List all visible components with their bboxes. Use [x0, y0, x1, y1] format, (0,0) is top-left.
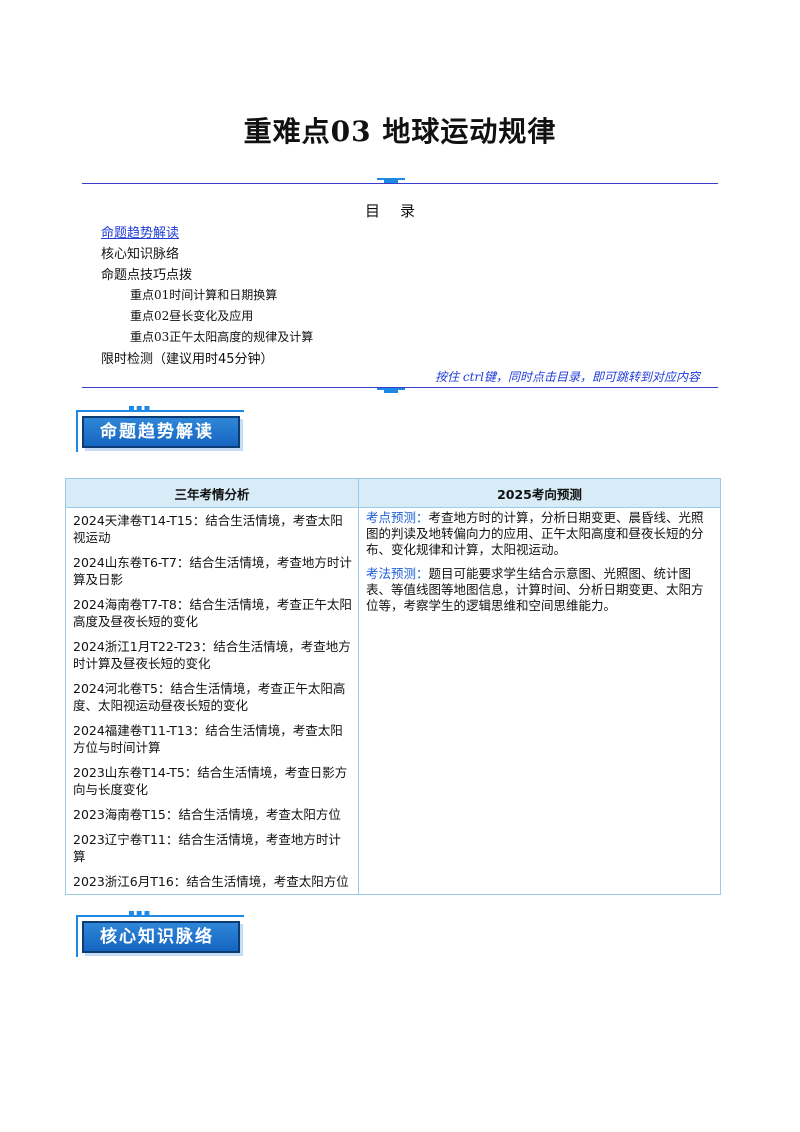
forecast-point-label: 考点预测：: [366, 510, 429, 525]
divider-top: [82, 183, 718, 184]
table-header-analysis: 三年考情分析: [65, 478, 359, 508]
analysis-table: 三年考情分析 2025考向预测 2024天津卷T14-T15：结合生活情境，考查…: [65, 478, 721, 895]
exam-entry: 2023辽宁卷T11：结合生活情境，考查地方时计算: [73, 832, 341, 864]
toc-heading: 目录: [364, 202, 435, 220]
toc-hint: 按住 ctrl键，同时点击目录，即可跳转到对应内容: [435, 370, 700, 384]
forecast-point: 考点预测：考查地方时的计算，分析日期变更、晨昏线、光照图的判读及地转偏向力的应用…: [359, 508, 720, 564]
forecast-cell: 考点预测：考查地方时的计算，分析日期变更、晨昏线、光照图的判读及地转偏向力的应用…: [358, 507, 721, 895]
badge-dots: ▪▪▪: [128, 908, 152, 919]
forecast-point-text: 考查地方时的计算，分析日期变更、晨昏线、光照图的判读及地转偏向力的应用、正午太阳…: [366, 510, 704, 557]
exam-entry: 2024海南卷T7-T8：结合生活情境，考查正午太阳高度及昼夜长短的变化: [73, 597, 352, 629]
badge-dots: ▪▪▪: [128, 403, 152, 414]
forecast-method: 考法预测：题目可能要求学生结合示意图、光照图、统计图表、等值线图等地图信息，计算…: [359, 564, 720, 620]
exam-entry: 2024天津卷T14-T15：结合生活情境，考查太阳视运动: [73, 513, 343, 545]
table-header-forecast: 2025考向预测: [358, 478, 721, 508]
section-title-knowledge: 核心知识脉络: [82, 921, 240, 953]
toc-item-knowledge[interactable]: 核心知识脉络: [101, 247, 180, 262]
toc-item-key01[interactable]: 重点01时间计算和日期换算: [130, 288, 278, 302]
forecast-method-text: 题目可能要求学生结合示意图、光照图、统计图表、等值线图等地图信息，计算时间、分析…: [366, 566, 704, 613]
divider-mark-top: [377, 178, 405, 183]
exam-entry: 2023山东卷T14-T5：结合生活情境，考查日影方向与长度变化: [73, 765, 348, 797]
exam-entry: 2023浙江6月T16：结合生活情境，考查太阳方位: [73, 874, 349, 889]
exam-entry: 2024浙江1月T22-T23：结合生活情境，考查地方时计算及昼夜长短的变化: [73, 639, 351, 671]
section-badge-knowledge: ▪▪▪ 核心知识脉络: [76, 909, 244, 957]
divider-mark-bottom: [377, 388, 405, 393]
exam-entry: 2024河北卷T5：结合生活情境，考查正午太阳高度、太阳视运动昼夜长短的变化: [73, 681, 346, 713]
exam-entry: 2024福建卷T11-T13：结合生活情境，考查太阳方位与时间计算: [73, 723, 343, 755]
toc-item-key03[interactable]: 重点03正午太阳高度的规律及计算: [130, 330, 314, 344]
toc-item-test[interactable]: 限时检测（建议用时45分钟）: [101, 352, 274, 367]
page-title: 重难点03 地球运动规律: [243, 115, 557, 148]
exam-entry: 2024山东卷T6-T7：结合生活情境，考查地方时计算及日影: [73, 555, 352, 587]
toc-item-key02[interactable]: 重点02昼长变化及应用: [130, 309, 254, 323]
section-badge-trend: ▪▪▪ 命题趋势解读: [76, 404, 244, 452]
divider-bottom: [82, 387, 718, 388]
section-title-trend: 命题趋势解读: [82, 416, 240, 448]
toc-item-skills[interactable]: 命题点技巧点拨: [101, 268, 193, 283]
toc-item-trend[interactable]: 命题趋势解读: [101, 226, 180, 241]
analysis-cell: 2024天津卷T14-T15：结合生活情境，考查太阳视运动 2024山东卷T6-…: [65, 507, 359, 895]
exam-entry: 2023海南卷T15：结合生活情境，考查太阳方位: [73, 807, 341, 822]
forecast-method-label: 考法预测：: [366, 566, 429, 581]
